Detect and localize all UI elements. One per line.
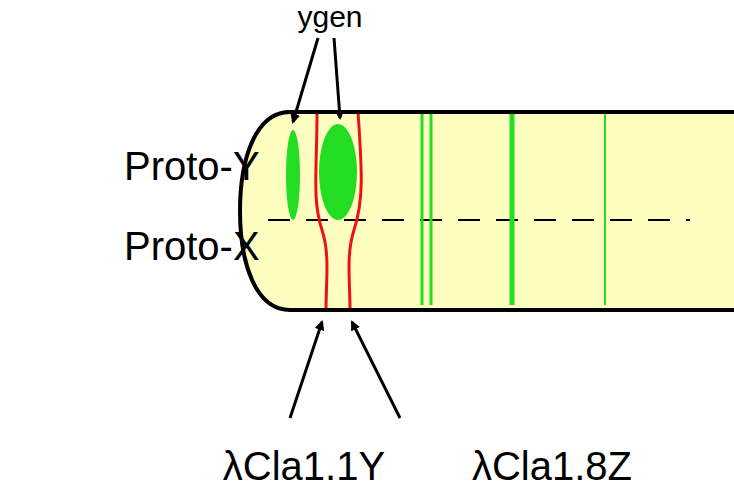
leader-arrow	[334, 38, 340, 118]
leader-arrow	[290, 322, 322, 418]
gene-band	[604, 112, 606, 305]
pairing-boundary	[268, 219, 690, 221]
clone-label: λCla1.8Z	[472, 446, 632, 486]
gene-region	[319, 124, 357, 220]
leader-arrow	[352, 322, 400, 418]
clone-label: λCla1.1Y	[223, 446, 385, 486]
strand-label: Proto-Y	[124, 146, 260, 186]
gene-label: ygen	[297, 2, 362, 32]
gene-band	[421, 112, 424, 305]
clone-boundary	[316, 112, 327, 310]
strand-label: Proto-X	[124, 226, 260, 266]
chromosome-body	[240, 112, 734, 310]
gene-band	[430, 112, 433, 305]
chromosome-outline	[240, 112, 734, 310]
clone-boundary	[349, 112, 361, 310]
gene-band	[510, 112, 515, 305]
leader-arrow	[293, 38, 318, 122]
gene-region	[286, 130, 300, 220]
